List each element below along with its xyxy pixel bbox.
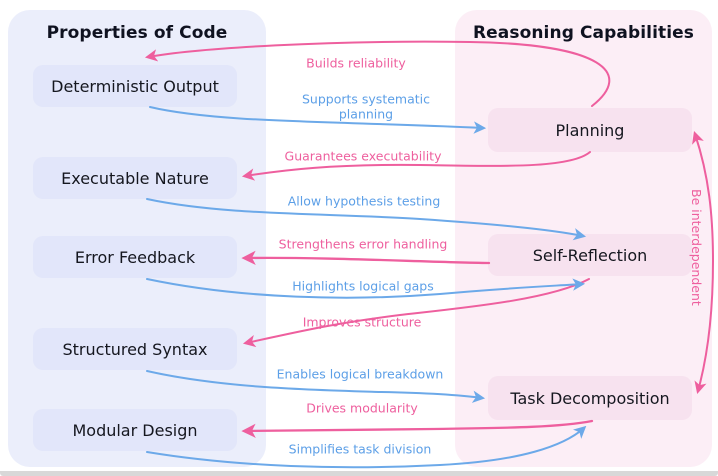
label-strengthens-error-handling: Strengthens error handling	[278, 236, 448, 252]
label-guarantees-executability: Guarantees executability	[284, 148, 442, 164]
node-planning: Planning	[488, 108, 692, 152]
right-panel-title: Reasoning Capabilities	[472, 23, 695, 43]
label-enables-logical-breakdown: Enables logical breakdown	[276, 366, 444, 382]
label-highlights-logical-gaps: Highlights logical gaps	[292, 278, 434, 294]
label-improves-structure: Improves structure	[302, 314, 422, 330]
node-error-feedback: Error Feedback	[33, 236, 237, 278]
node-structured-syntax: Structured Syntax	[33, 328, 237, 370]
label-be-interdependent: Be interdependent	[689, 189, 704, 306]
label-supports-systematic-planning: Supports systematic planning	[302, 91, 430, 121]
bottom-edge-bar	[0, 471, 718, 476]
node-task-decomposition: Task Decomposition	[488, 376, 692, 420]
label-allow-hypothesis-testing: Allow hypothesis testing	[287, 193, 441, 209]
label-drives-modularity: Drives modularity	[306, 400, 418, 416]
arrow-strengthens-error-handling	[241, 250, 491, 266]
label-simplifies-task-division: Simplifies task division	[288, 441, 432, 457]
node-modular-design: Modular Design	[33, 409, 237, 451]
label-builds-reliability: Builds reliability	[306, 55, 406, 71]
node-deterministic-output: Deterministic Output	[33, 65, 237, 107]
node-self-reflection: Self-Reflection	[488, 234, 692, 276]
node-executable-nature: Executable Nature	[33, 157, 237, 199]
left-panel-title: Properties of Code	[46, 23, 228, 43]
